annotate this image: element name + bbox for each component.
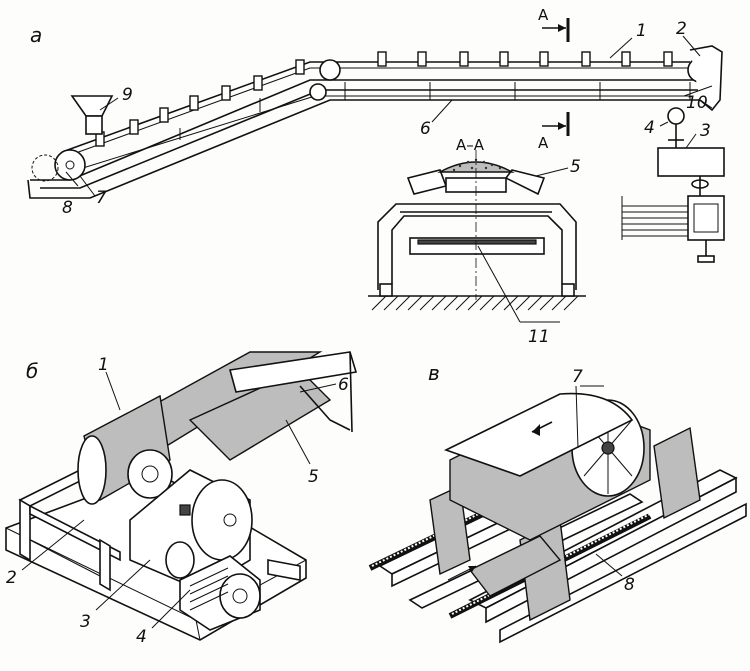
view-v-tensioner: в 7 8 [368,361,747,644]
motor-base-plate [267,559,301,581]
callout-9: 9 [122,85,133,105]
upper-frame-post [349,351,353,433]
trough-roller-left [406,169,448,195]
coupling [165,541,195,579]
tail-pulley-hub [65,160,75,170]
drive-drum-end [77,435,107,505]
material-dots [452,158,502,172]
section-frame-inner [391,215,563,284]
hopper-chute [85,115,103,135]
callout-5: 5 [570,157,581,177]
callout-4: 4 [644,118,655,138]
drum-bearing [127,449,173,499]
guide-rail-right-bottom [499,502,747,644]
callout-b-3: 3 [80,612,91,632]
callout-v-8: 8 [624,575,635,595]
gear-reducer [657,147,725,177]
ground-hatching [371,295,579,311]
callout-b-6: 6 [338,375,349,395]
callout-b-5: 5 [308,467,319,487]
section-a-a-title: А–А [456,136,485,154]
return-belt [417,239,537,245]
section-frame-outer [377,203,577,290]
callout-3: 3 [700,121,711,141]
drive-motor [687,195,725,241]
drive-sprocket [667,107,685,125]
view-a-side-elevation: а [27,6,725,263]
section-a-a-view: А–А [368,136,586,347]
section-label-v: в [428,361,440,385]
section-cut-marker-a-bottom: А [538,112,570,152]
callout-8: 8 [62,198,73,218]
head-discharge-chute [689,45,723,112]
section-cut-marker-a-top: А [538,6,570,42]
frame-panel-posts [179,82,691,140]
callout-7: 7 [96,188,107,208]
callout-b-4: 4 [136,627,147,647]
conveyor-frame-mid-edge [40,89,700,189]
motor-fins [189,567,229,611]
belt-upper-run [61,61,690,153]
tensioner-position-dashed [31,154,59,182]
belt-lower-run [468,535,562,597]
conveyor-frame-lower-edge [27,99,700,199]
bend-pulley [319,59,341,81]
upper-frame-beam [228,351,358,393]
belt-upper-run-inner [61,67,690,159]
motor-end-cap [219,573,261,619]
cut-marker-bottom-label: А [538,134,549,152]
trough-roller-right [504,169,546,196]
callout-1: 1 [636,21,647,41]
frame-rail-front [29,504,121,562]
section-label-b: б [26,359,38,383]
drive-unit-schematic [621,107,725,263]
leader-lines-b [21,371,337,629]
leader-lines-a [65,35,713,197]
callout-2: 2 [676,19,687,39]
callout-b-1: 1 [98,355,109,375]
callout-10: 10 [686,93,708,113]
snub-pulley [309,83,327,101]
view-b-drive-station: б [5,351,358,647]
gearbox-cover [191,479,253,561]
upper-idler-rollers [95,51,673,147]
callout-b-2: 2 [6,568,17,588]
cut-marker-top-label: А [538,6,549,24]
callout-6: 6 [420,119,431,139]
callout-11: 11 [528,327,550,347]
section-label-a: а [30,23,42,47]
bulk-material-pile [437,161,515,173]
slide-block-far [653,426,701,520]
callout-v-7: 7 [572,367,583,387]
tail-pulley [54,149,86,181]
